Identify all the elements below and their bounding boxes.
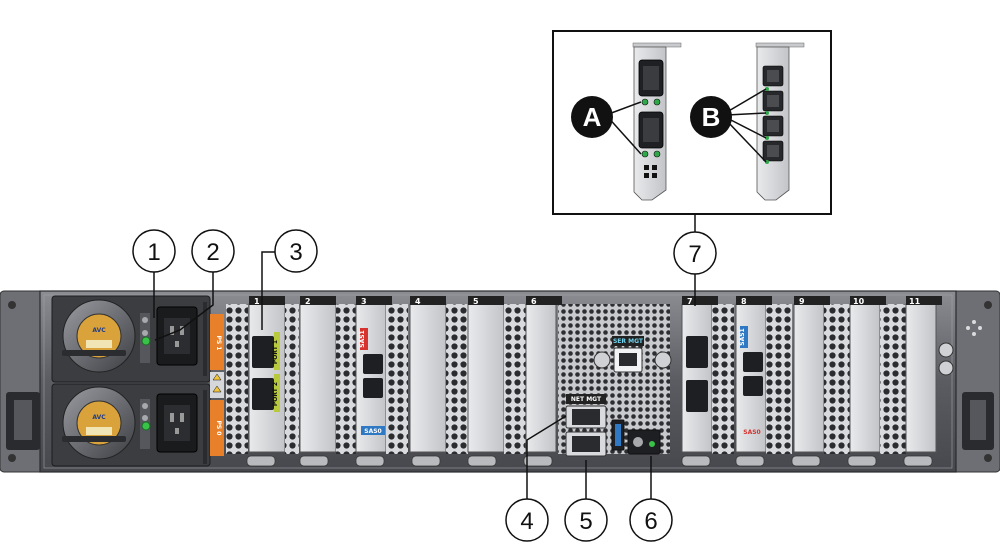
slot-2-num: 2 (305, 297, 311, 306)
pcie-slot-6[interactable] (525, 303, 557, 453)
callout-7-label: 7 (688, 241, 701, 268)
power-supply-1[interactable]: AVC (51, 295, 211, 383)
callout-6-label: 6 (644, 508, 657, 535)
slot-headers: 1 2 3 4 5 6 7 8 9 10 11 (249, 296, 942, 306)
ser-mgt-label: SER MGT (613, 338, 644, 345)
slot-8-num: 8 (741, 297, 747, 306)
psu-1-brand: AVC (92, 327, 106, 334)
slot-5-num: 5 (473, 297, 479, 306)
slot-3-num: 3 (361, 297, 367, 306)
power-supply-0[interactable]: AVC (51, 383, 211, 467)
pcie-slot-4[interactable] (409, 303, 447, 453)
locator-indicator[interactable] (627, 429, 661, 455)
sas-0-label-left: SAS0 (364, 428, 381, 435)
network-port[interactable] (565, 431, 607, 457)
pcie-slot-5[interactable] (467, 303, 505, 453)
slot-4-num: 4 (415, 297, 421, 306)
ser-mgt-port[interactable]: SER MGT (612, 336, 644, 373)
callout-2-label: 2 (206, 239, 219, 266)
marker-b-label: B (702, 102, 721, 132)
callout-7: 7 (673, 231, 717, 275)
pcie-slot-7[interactable] (681, 303, 713, 453)
net-mgt-label: NET MGT (571, 396, 602, 403)
psu-0-brand: AVC (92, 414, 106, 421)
callout-3: 3 (274, 229, 318, 273)
ear-dots (966, 320, 982, 336)
management-panel: SER MGT NET MGT (558, 304, 672, 457)
psu-label-strip: PS 1 PS 0 (210, 314, 224, 456)
callout-1: 1 (132, 229, 176, 273)
callout-1-label: 1 (147, 239, 160, 266)
pcie-slot-2[interactable] (299, 303, 337, 453)
callout-2: 2 (191, 229, 235, 273)
slot-7-num: 7 (687, 297, 693, 306)
slot-9-num: 9 (799, 297, 805, 306)
pcie-slot-10[interactable] (849, 303, 881, 453)
callout-4-label: 4 (520, 508, 533, 535)
port-2-label: PORT 2 (272, 382, 279, 406)
psu-0-label: PS 0 (215, 421, 222, 436)
slot-10-num: 10 (853, 297, 865, 306)
port-1-label: PORT 1 (272, 340, 279, 364)
callout-3-label: 3 (289, 239, 302, 266)
callout-5: 5 (564, 498, 608, 542)
slot-11-num: 11 (909, 297, 921, 306)
slot-1-num: 1 (254, 297, 260, 306)
marker-a-label: A (583, 102, 602, 132)
pcie-slot-11[interactable] (905, 303, 937, 453)
inset-card-a (632, 42, 682, 201)
usb-port[interactable] (611, 419, 625, 451)
callout-6: 6 (629, 498, 673, 542)
psu-1-label: PS 1 (215, 336, 222, 351)
net-mgt-port[interactable]: NET MGT (565, 394, 607, 429)
sas-1-label-right: SAS1 (739, 328, 746, 345)
slot-6-num: 6 (531, 297, 537, 306)
server-chassis: AVC AVC (0, 290, 1000, 473)
pcie-slot-8[interactable]: SAS1 SAS0 (735, 303, 767, 453)
sas-1-label-left: SAS1 (359, 330, 366, 347)
pcie-slot-9[interactable] (793, 303, 825, 453)
callouts: 1 2 3 4 5 6 7 (132, 229, 717, 542)
sas-0-label-right: SAS0 (743, 429, 760, 436)
callout-4: 4 (505, 498, 549, 542)
pcie-slot-1[interactable]: PORT 1 PORT 2 (248, 303, 286, 453)
marker-b: B (690, 88, 767, 163)
bottom-latches (246, 455, 933, 467)
pcie-slot-3[interactable]: SAS1 SAS0 (355, 303, 387, 453)
marker-a: A (571, 96, 642, 155)
inset-detail: ⚲ A B (552, 30, 832, 232)
callout-5-label: 5 (579, 508, 592, 535)
